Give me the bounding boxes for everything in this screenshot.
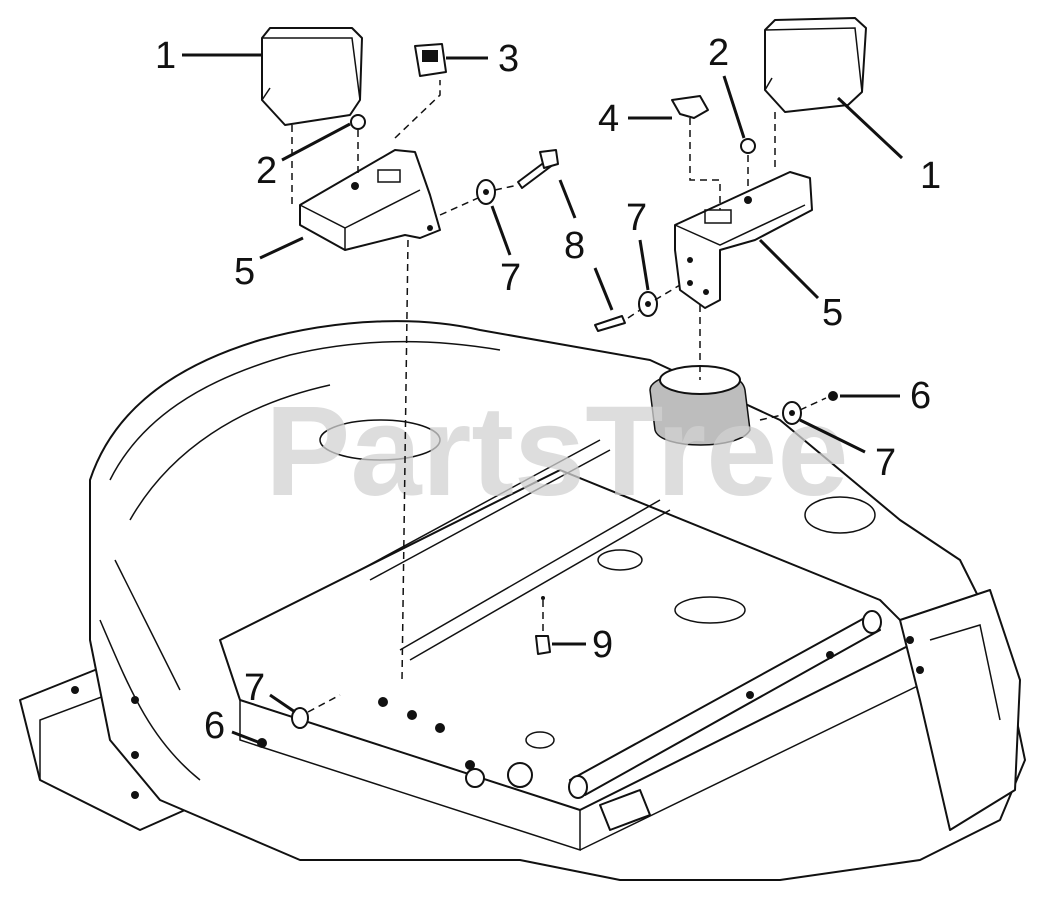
callout-6-left: 6 xyxy=(204,705,225,747)
callout-8: 8 xyxy=(564,225,585,267)
callout-3: 3 xyxy=(498,38,519,80)
left-light-assembly xyxy=(261,27,559,681)
callout-1-left: 1 xyxy=(155,35,176,77)
callout-7-right: 7 xyxy=(875,442,896,484)
left-light-bracket xyxy=(299,149,441,251)
callout-9: 9 xyxy=(592,624,613,666)
callout-labels: 1 1 2 2 3 4 5 5 6 6 7 7 7 7 8 9 xyxy=(155,32,941,747)
callout-4: 4 xyxy=(598,98,619,140)
watermark: PartsTree xyxy=(265,380,849,523)
left-headlight-housing xyxy=(261,27,363,126)
callout-7-center: 7 xyxy=(626,197,647,239)
callout-7-left-upper: 7 xyxy=(500,257,521,299)
clip-part xyxy=(671,95,709,119)
callout-1-right: 1 xyxy=(920,155,941,197)
callout-5-right: 5 xyxy=(822,292,843,334)
callout-5-left: 5 xyxy=(234,251,255,293)
callout-6-right: 6 xyxy=(910,375,931,417)
lower-fasteners xyxy=(257,596,551,748)
callout-2-left: 2 xyxy=(256,150,277,192)
right-light-assembly xyxy=(594,17,867,425)
callout-2-right: 2 xyxy=(708,32,729,74)
right-light-bracket xyxy=(674,171,813,309)
leader-lines xyxy=(182,53,904,744)
right-headlight-housing xyxy=(764,17,867,113)
callout-7-left-lower: 7 xyxy=(244,667,265,709)
tractor-body xyxy=(19,320,1026,881)
